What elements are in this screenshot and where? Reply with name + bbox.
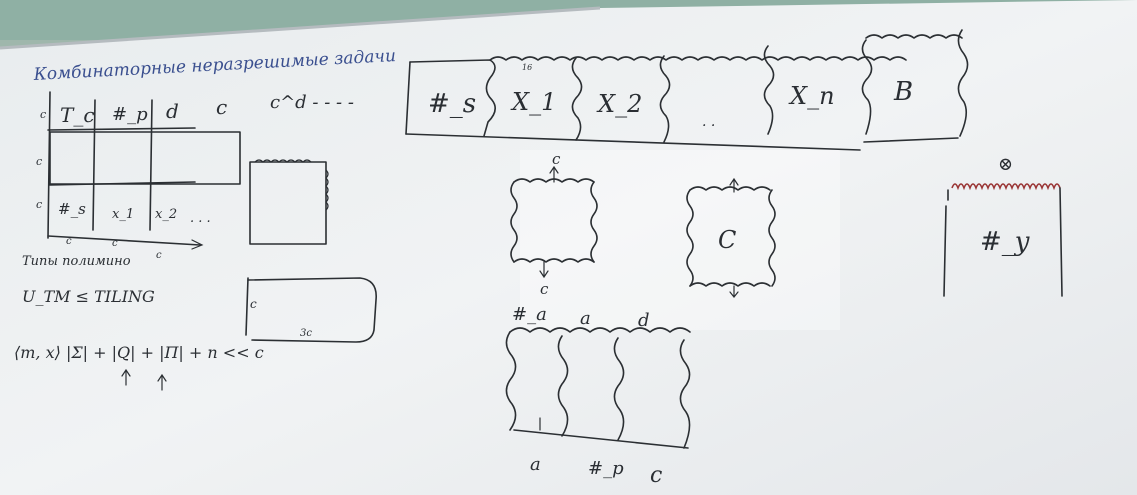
- strip-cell-0: #_s: [428, 89, 476, 119]
- strip-cell-3: . .: [702, 114, 715, 130]
- grid-bottom-3: . . .: [190, 211, 211, 226]
- center-tile-top: c: [552, 150, 561, 168]
- capacitor-top-symbol: ⊗: [998, 154, 1013, 175]
- grid-header-1: #_p: [112, 104, 148, 125]
- glare: [520, 150, 840, 330]
- row-label-3: c: [36, 198, 42, 211]
- strip-cell-2: X_2: [596, 90, 642, 118]
- capacitor-label: #_y: [980, 227, 1030, 257]
- strip-cell-4: X_n: [788, 82, 835, 110]
- grid-caption: Типы полимино: [22, 254, 131, 269]
- grid-header-3: c: [216, 95, 227, 119]
- center-tile-bottom: c: [540, 280, 549, 298]
- right-tile-center: C: [718, 226, 736, 254]
- grid-bottom-0: #_s: [58, 200, 86, 218]
- strip-lead: c^d - - - -: [270, 92, 354, 113]
- grid-header-2: d: [166, 99, 179, 123]
- long-tile: c 3c: [245, 277, 377, 343]
- grid-label-c2: c: [112, 238, 118, 249]
- triple-bottom-0: a: [530, 454, 541, 475]
- triple-top-2: d: [638, 310, 650, 331]
- grid-bottom-2: x_2: [155, 207, 177, 222]
- row-label-2: c: [36, 155, 42, 168]
- grid-bottom-1: x_1: [112, 207, 134, 222]
- long-tile-bottom: 3c: [300, 328, 312, 339]
- row-label-1: c: [40, 108, 46, 121]
- bottom-triple-tile: #_a a d a #_p c: [505, 304, 691, 488]
- grid-label-c3: c: [156, 250, 162, 261]
- capacitor-drawing: ⊗ #_y: [943, 154, 1063, 297]
- small-framed-tile: [249, 159, 329, 245]
- triple-top-1: a: [580, 308, 591, 329]
- strip-cell-5: B: [893, 77, 913, 107]
- right-wavy-tile: C: [686, 177, 776, 298]
- strip-superscript: 16: [522, 63, 532, 72]
- left-grid: T_c #_p d c c c c #_s x_1 x_2 . . . c c …: [14, 91, 264, 391]
- long-tile-left: c: [250, 297, 257, 311]
- triple-top-0: #_a: [512, 304, 547, 325]
- center-wavy-tile: c c: [510, 150, 598, 298]
- inequality: U_TM ≤ TILING: [22, 287, 155, 306]
- grid-label-c1: c: [66, 236, 72, 247]
- strip-cell-1: X_1: [510, 88, 556, 116]
- triple-bottom-1: #_p: [588, 458, 624, 479]
- grid-header-0: T_c: [60, 103, 95, 127]
- formula: ⟨m, x⟩ |Σ| + |Q| + |Π| + n << c: [14, 343, 264, 362]
- top-strip: c^d - - - - #_s X_1 16 X_2 . . X_n B: [270, 29, 969, 151]
- triple-bottom-2: c: [650, 463, 662, 488]
